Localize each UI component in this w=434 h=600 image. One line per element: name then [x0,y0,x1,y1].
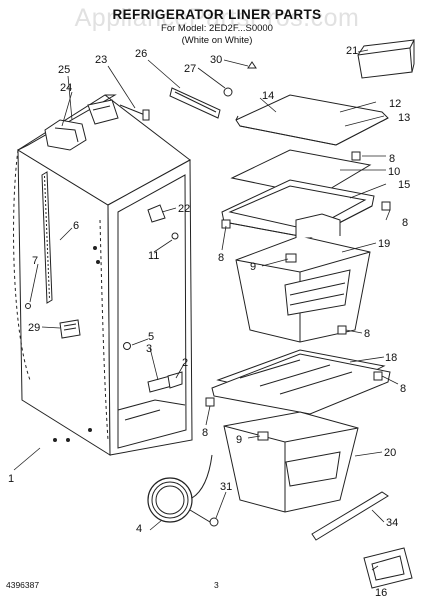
callout-22: 22 [178,203,190,215]
crisper-drawer-upper [221,213,371,343]
callout-8-a: 8 [389,153,395,165]
part-callouts: 1 2 3 4 5 6 7 8 8 8 8 8 8 9 9 10 11 12 1… [8,45,410,599]
callout-27: 27 [184,63,196,75]
color-line: (White on White) [181,35,253,46]
callout-23: 23 [95,54,107,66]
callout-19: 19 [378,238,390,250]
top-rail [169,61,257,119]
callout-29: 29 [28,322,40,334]
callout-8-c: 8 [218,252,224,264]
callout-25: 25 [58,64,70,76]
callout-9-a: 9 [250,261,256,273]
callout-7: 7 [32,255,38,267]
callout-4: 4 [136,523,142,535]
callout-14: 14 [262,90,274,102]
callout-8-e: 8 [400,383,406,395]
callout-18: 18 [385,352,397,364]
leader-lines [13,49,399,571]
crisper-cover-lower [205,349,391,415]
callout-20: 20 [384,447,396,459]
callout-1: 1 [8,473,14,485]
callout-13: 13 [398,112,410,124]
misc-parts [311,39,415,589]
refrigerator-liner [13,94,193,456]
page-number: 3 [214,580,219,590]
watermark: AppliancePartsPros.com [74,4,360,32]
callout-16: 16 [375,587,387,599]
document-part-number: 4396387 [6,580,40,590]
callout-11: 11 [148,250,159,262]
callout-26: 26 [135,48,147,60]
diagram-title: REFRIGERATOR LINER PARTS [112,7,322,22]
callout-8-d: 8 [364,328,370,340]
small-brackets [25,204,183,393]
callout-2: 2 [182,357,188,369]
callout-3: 3 [146,343,152,355]
callout-30: 30 [210,54,222,66]
callout-15: 15 [398,179,410,191]
water-tubing [147,454,219,527]
callout-12: 12 [389,98,401,110]
callout-8-b: 8 [402,217,408,229]
air-duct-assembly [44,99,150,151]
callout-10: 10 [388,166,400,178]
model-line: For Model: 2ED2F...S0000 [161,23,273,34]
callout-21: 21 [346,45,358,57]
shelf-glass-upper [235,94,389,146]
crisper-drawer-lower [223,411,359,513]
callout-6: 6 [73,220,79,232]
callout-24: 24 [60,82,72,94]
callout-34: 34 [386,517,398,529]
callout-8-f: 8 [202,427,208,439]
callout-9-b: 9 [236,434,242,446]
callout-5: 5 [148,331,154,343]
callout-31: 31 [220,481,232,493]
